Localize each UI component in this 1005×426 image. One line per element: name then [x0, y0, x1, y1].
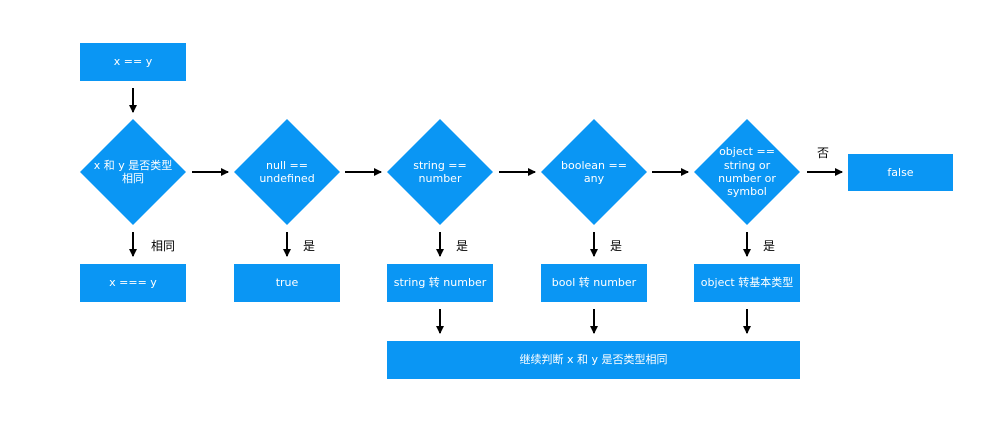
- result-bool-to-number: bool 转 number: [541, 264, 647, 302]
- start-node: x == y: [80, 43, 186, 81]
- edge-label-yes-string: 是: [456, 239, 469, 253]
- result-strict-equal: x === y: [80, 264, 186, 302]
- edge-label-yes-boolean: 是: [610, 239, 623, 253]
- result-string-to-number: string 转 number: [387, 264, 493, 302]
- false-node: false: [848, 154, 953, 191]
- decision-type-same-label: x 和 y 是否类型相同: [93, 158, 173, 185]
- decision-string-number-label: string == number: [413, 158, 467, 185]
- edge-label-same: 相同: [151, 239, 176, 253]
- continue-node: 继续判断 x 和 y 是否类型相同: [387, 341, 800, 379]
- decision-object-primitive-label: object == string or number or symbol: [718, 145, 776, 199]
- edge-label-no: 否: [817, 146, 830, 160]
- edge-label-yes-object: 是: [763, 239, 776, 253]
- result-object-to-primitive: object 转基本类型: [694, 264, 800, 302]
- decision-null-undefined-label: null == undefined: [259, 158, 315, 185]
- edge-label-yes-null: 是: [303, 239, 316, 253]
- result-true: true: [234, 264, 340, 302]
- decision-boolean-any-label: boolean == any: [561, 158, 627, 185]
